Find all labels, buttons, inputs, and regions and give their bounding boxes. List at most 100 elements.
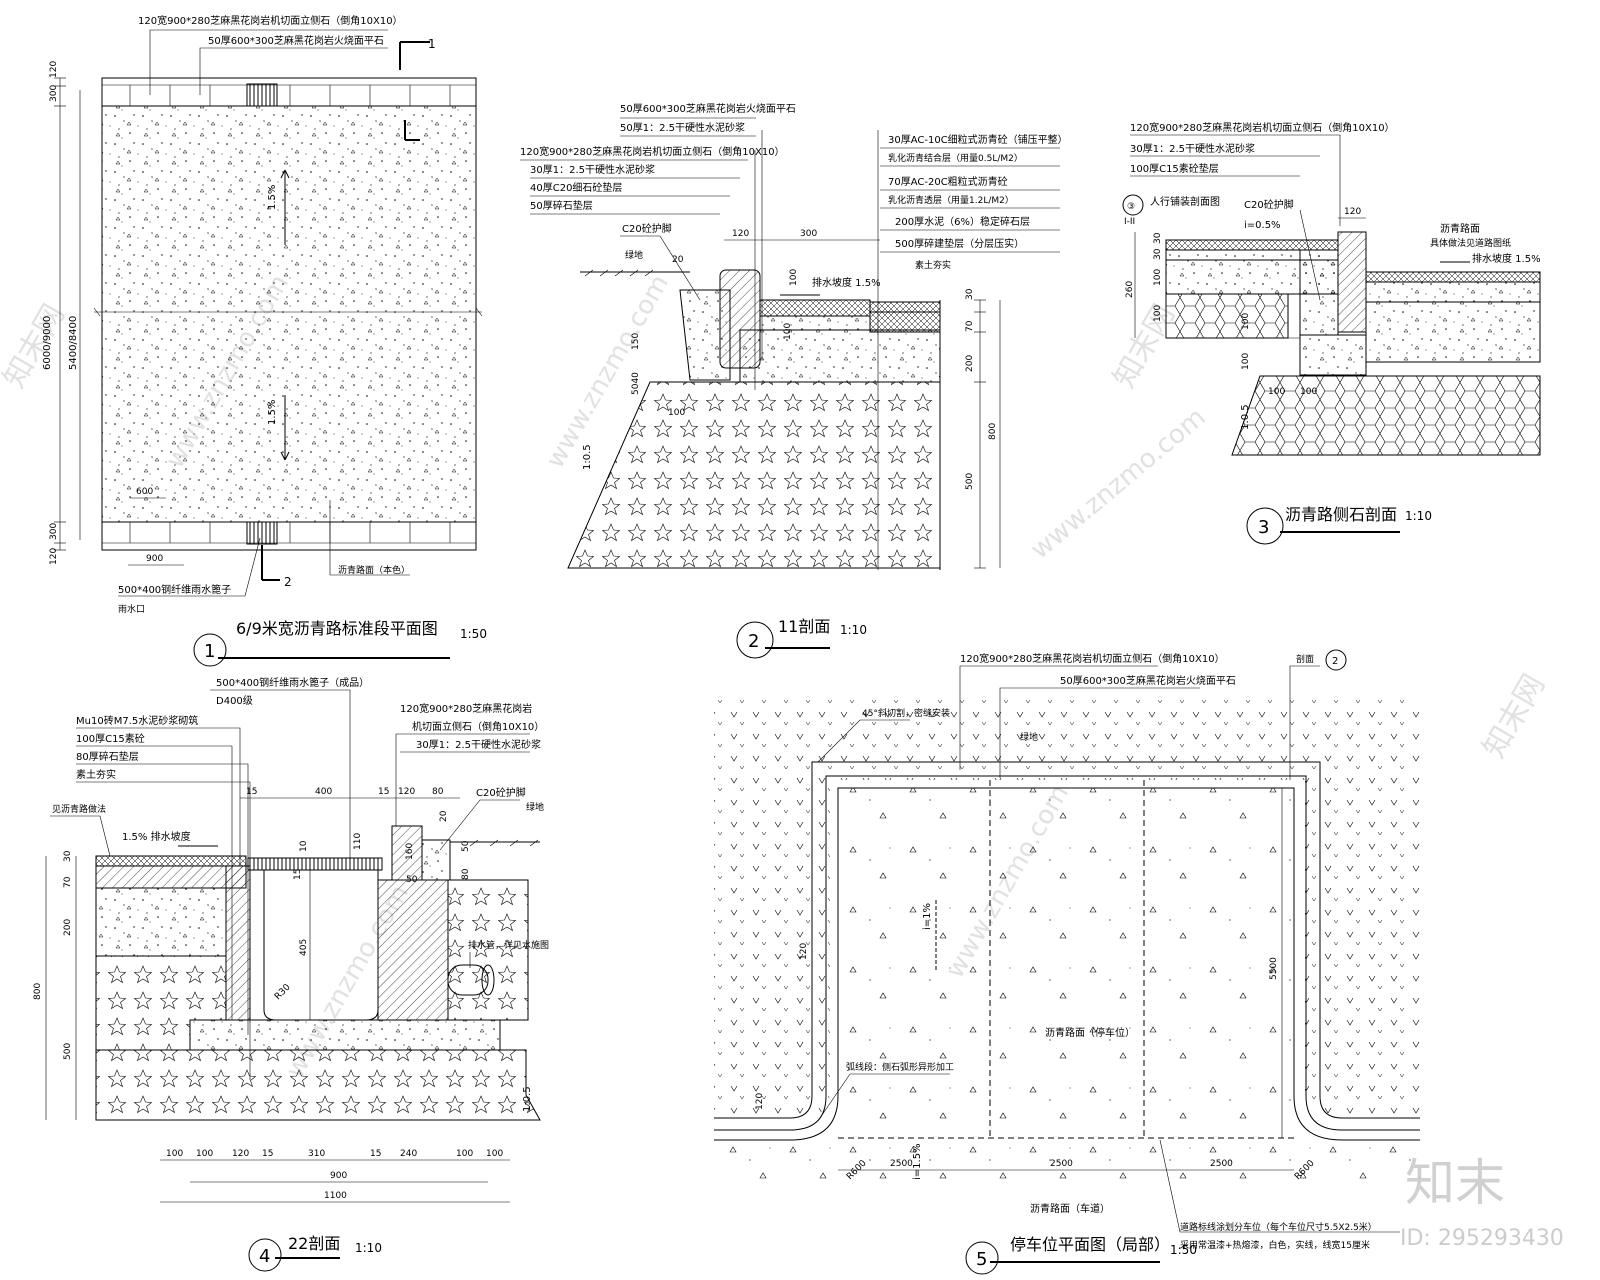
dim: 120: [398, 787, 415, 797]
detail-4-section: 500*400钢纤维雨水篦子（成品） D400级 Mu10砖M7.5水泥砂浆砌筑…: [33, 676, 549, 1272]
dim: 10: [299, 840, 309, 852]
dim: 100: [486, 1149, 503, 1159]
detail-title: 6/9米宽沥青路标准段平面图: [236, 619, 438, 638]
dim: 5500: [1269, 957, 1279, 980]
rain-grate: [247, 857, 383, 871]
dim: 800: [988, 423, 998, 440]
dim: 100: [1153, 269, 1163, 286]
label: 绿地: [526, 801, 544, 813]
dim: 70: [63, 876, 73, 888]
detail-number: 3: [1258, 517, 1269, 538]
dim: 405: [299, 939, 309, 956]
dim: 500: [965, 473, 975, 490]
detail-title: 22剖面: [288, 1234, 340, 1253]
top-paver-strip: [101, 77, 477, 107]
label-surface: 沥青路面（本色）: [338, 564, 410, 576]
dim: R30: [273, 982, 293, 1002]
dim: 120: [49, 548, 59, 565]
paver-layer: [759, 299, 871, 317]
dim: 2500: [1210, 1159, 1233, 1169]
dim: 200: [63, 919, 73, 936]
dim: 110: [353, 833, 363, 850]
label: 人行铺装剖面图: [1150, 195, 1220, 208]
label: 45°斜切割，密缝安装: [862, 707, 950, 719]
detail-number-circle: [193, 633, 227, 667]
slope-label: i=1%: [922, 903, 933, 930]
label: 100厚C15素砼: [76, 732, 145, 745]
dim: 300: [800, 229, 817, 239]
label: 沥青路面（车道）: [1030, 1202, 1110, 1215]
watermark-text: 知末网: [0, 299, 72, 394]
base-compacted-soil: [567, 381, 941, 569]
label: 采用常温漆+热熔漆，白色，实线，线宽15厘米: [1180, 1239, 1370, 1251]
dim: 20: [672, 255, 684, 265]
label: C20砼护脚: [476, 786, 526, 799]
dim-length: 6000/9000: [42, 316, 53, 370]
slope-ratio: 1:0.5: [1240, 404, 1251, 430]
detail-scale: 1:10: [840, 623, 867, 637]
label: 见沥青路做法: [52, 803, 106, 815]
label: 素土夯实: [76, 768, 116, 781]
label: 道路标线涂划分车位（每个车位尺寸5.5X2.5米）: [1180, 1221, 1377, 1233]
dim: 300: [49, 523, 59, 540]
inlet-base: [189, 1019, 501, 1051]
label-inlet: 雨水口: [118, 603, 145, 615]
dim: 15: [246, 787, 257, 797]
drain-label: 排水坡度 1.5%: [812, 276, 881, 289]
dim: 100: [1153, 305, 1163, 322]
curb-stone: [1337, 231, 1367, 333]
dim: 50: [406, 875, 418, 885]
detail-scale: 1:10: [355, 1241, 382, 1255]
curb-stone: [391, 825, 423, 881]
detail-scale: 1:50: [1170, 1243, 1197, 1257]
label: 30厚1：2.5干硬性水泥砂浆: [416, 738, 541, 751]
dim: 900: [146, 554, 163, 564]
detail-title: 11剖面: [778, 617, 830, 636]
logo-badge: 知末 ID: 295293430: [1400, 1154, 1564, 1251]
label: 100厚C15素砼垫层: [1130, 162, 1219, 175]
label: 具体做法见道路图纸: [1430, 237, 1511, 249]
id-text: ID: 295293430: [1400, 1226, 1564, 1251]
label: 500厚碎建垫层（分层压实）: [895, 237, 1024, 250]
dim: 15: [378, 787, 389, 797]
inlet-wall-right: [377, 879, 449, 1021]
section-mark-2: 2: [284, 575, 292, 589]
label-curb: 120宽900*280芝麻黑花岗岩机切面立侧石（倒角10X10）: [138, 14, 403, 27]
dim: 5040: [631, 372, 641, 395]
slope-ratio: 1:0.5: [522, 1086, 533, 1112]
section-mark-1: 1: [428, 37, 436, 51]
dim: 900: [330, 1171, 347, 1181]
dim: 600: [136, 487, 153, 497]
label: 排水管，详见水施图: [468, 939, 549, 951]
detail-5-parking-plan: i=1% i=1.5% 120宽900*280芝麻黑花岗岩机切面立侧石（倒角10…: [714, 649, 1420, 1275]
label: 沥青路面（停车位）: [1045, 1026, 1135, 1039]
dim: 15: [370, 1149, 381, 1159]
label: 50厚1：2.5干硬性水泥砂浆: [620, 121, 745, 134]
inlet-wall-left: [225, 865, 251, 1021]
label: 500*400钢纤维雨水篦子（成品）: [216, 676, 369, 689]
labels-left: 50厚600*300芝麻黑花岗岩火烧面平石 50厚1：2.5干硬性水泥砂浆 12…: [520, 102, 796, 301]
dim: 240: [400, 1149, 417, 1159]
curb-inner: [714, 775, 1420, 1131]
label: 30厚AC-10C细粒式沥青砼（铺压平整）: [888, 133, 1068, 146]
label: 120宽900*280芝麻黑花岗岩机切面立侧石（倒角10X10）: [960, 652, 1225, 665]
drain-label: 排水坡度 1.5%: [1472, 252, 1541, 265]
watermark-text: www.znzmo.com: [1025, 402, 1211, 565]
slope-label: i=1.5%: [912, 1143, 923, 1180]
stabilized-base: [95, 887, 227, 957]
dim: 30: [1153, 248, 1163, 260]
labels-left: 500*400钢纤维雨水篦子（成品） D400级 Mu10砖M7.5水泥砂浆砌筑…: [50, 676, 369, 1080]
drain-label: 1.5% 排水坡度: [122, 830, 191, 843]
label-paver: 50厚600*300芝麻黑花岗岩火烧面平石: [208, 34, 384, 47]
detail-1-plan: 1.5% 1.5% 1 2 120宽900*280芝麻黑花岗岩机切面立侧石（倒角…: [42, 14, 487, 667]
dim: 15: [262, 1149, 273, 1159]
detail-number: 5: [976, 1249, 987, 1270]
labels-right: 120宽900*280芝麻黑花岗岩 机切面立侧石（倒角10X10） 30厚1：2…: [395, 702, 549, 968]
detail-scale: 1:50: [460, 627, 487, 641]
dim: 500: [63, 1043, 73, 1060]
detail-number: 4: [259, 1246, 270, 1267]
dim: 400: [315, 787, 332, 797]
dim: 800: [33, 983, 43, 1000]
slope-label: 1.5%: [267, 185, 278, 210]
dim: 100: [1241, 353, 1251, 370]
